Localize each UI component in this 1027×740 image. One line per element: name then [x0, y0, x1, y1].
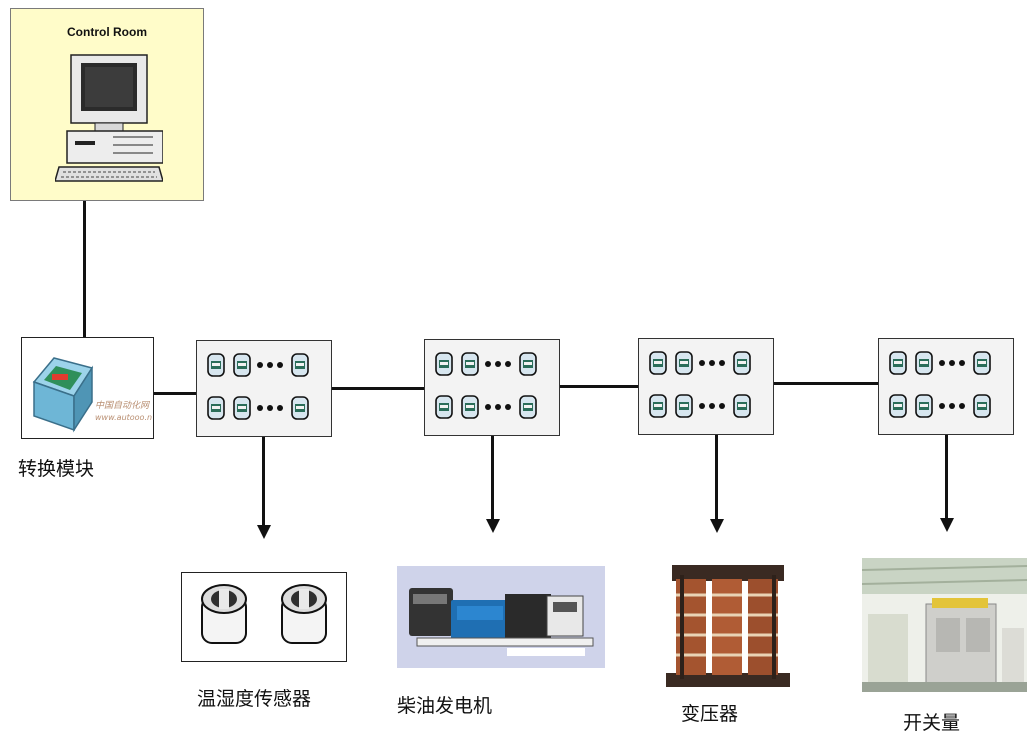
io-module-icon [207, 353, 225, 377]
device-label-switchgear: 开关量 [903, 712, 960, 734]
generator-photo [397, 566, 605, 668]
io-module-icon [733, 351, 751, 375]
io-node-2 [424, 339, 560, 436]
desktop-computer-icon [55, 53, 163, 185]
io-module-icon [889, 351, 907, 375]
io-node-3 [638, 338, 774, 435]
io-module-icon [519, 352, 537, 376]
io-module-icon [915, 351, 933, 375]
io-module-icon [461, 352, 479, 376]
diesel-generator-icon [397, 566, 605, 668]
io-module-icon [461, 395, 479, 419]
arrow-down-icon [940, 518, 954, 532]
bus-segment-2 [332, 387, 426, 390]
io-module-icon [973, 351, 991, 375]
svg-text:中国自动化网: 中国自动化网 [95, 400, 150, 411]
arrow-line-2 [491, 436, 494, 521]
control-room-title: Control Room [11, 25, 203, 39]
svg-text:www.autooo.net: www.autooo.net [95, 413, 152, 422]
io-module-icon [915, 394, 933, 418]
io-node-1 [196, 340, 332, 437]
switchgear-photo [862, 558, 1027, 692]
ellipsis-dots [939, 403, 969, 409]
io-module-icon [649, 394, 667, 418]
temperature-humidity-sensor-icon [182, 573, 345, 660]
io-module-icon [291, 353, 309, 377]
bus-segment-1 [154, 392, 198, 395]
control-room-box: Control Room [10, 8, 204, 201]
io-node-4 [878, 338, 1014, 435]
converter-module-label: 转换模块 [18, 458, 94, 480]
arrow-line-3 [715, 435, 718, 521]
io-module-icon [675, 394, 693, 418]
converter-module-box: 中国自动化网 www.autooo.net [21, 337, 154, 439]
ellipsis-dots [257, 362, 287, 368]
switchgear-icon [862, 558, 1027, 692]
transformer-photo [640, 555, 810, 695]
io-module-icon [435, 395, 453, 419]
control-room-link [83, 201, 86, 338]
device-label-transformer: 变压器 [681, 703, 738, 725]
converter-module-icon: 中国自动化网 www.autooo.net [22, 338, 152, 437]
transformer-icon [640, 555, 810, 695]
ellipsis-dots [485, 361, 515, 367]
io-module-icon [675, 351, 693, 375]
ellipsis-dots [699, 360, 729, 366]
arrow-down-icon [710, 519, 724, 533]
bus-segment-4 [774, 382, 880, 385]
ellipsis-dots [939, 360, 969, 366]
io-module-icon [233, 353, 251, 377]
device-label-generator: 柴油发电机 [397, 695, 492, 717]
arrow-line-1 [262, 437, 265, 527]
bus-segment-3 [558, 385, 640, 388]
io-module-icon [233, 396, 251, 420]
io-module-icon [889, 394, 907, 418]
ellipsis-dots [485, 404, 515, 410]
ellipsis-dots [699, 403, 729, 409]
io-module-icon [207, 396, 225, 420]
io-module-icon [435, 352, 453, 376]
device-label-sensor: 温湿度传感器 [197, 688, 315, 710]
arrow-line-4 [945, 435, 948, 520]
io-module-icon [519, 395, 537, 419]
io-module-icon [733, 394, 751, 418]
io-module-icon [649, 351, 667, 375]
arrow-down-icon [257, 525, 271, 539]
arrow-down-icon [486, 519, 500, 533]
io-module-icon [291, 396, 309, 420]
io-module-icon [973, 394, 991, 418]
sensor-box [181, 572, 347, 662]
ellipsis-dots [257, 405, 287, 411]
